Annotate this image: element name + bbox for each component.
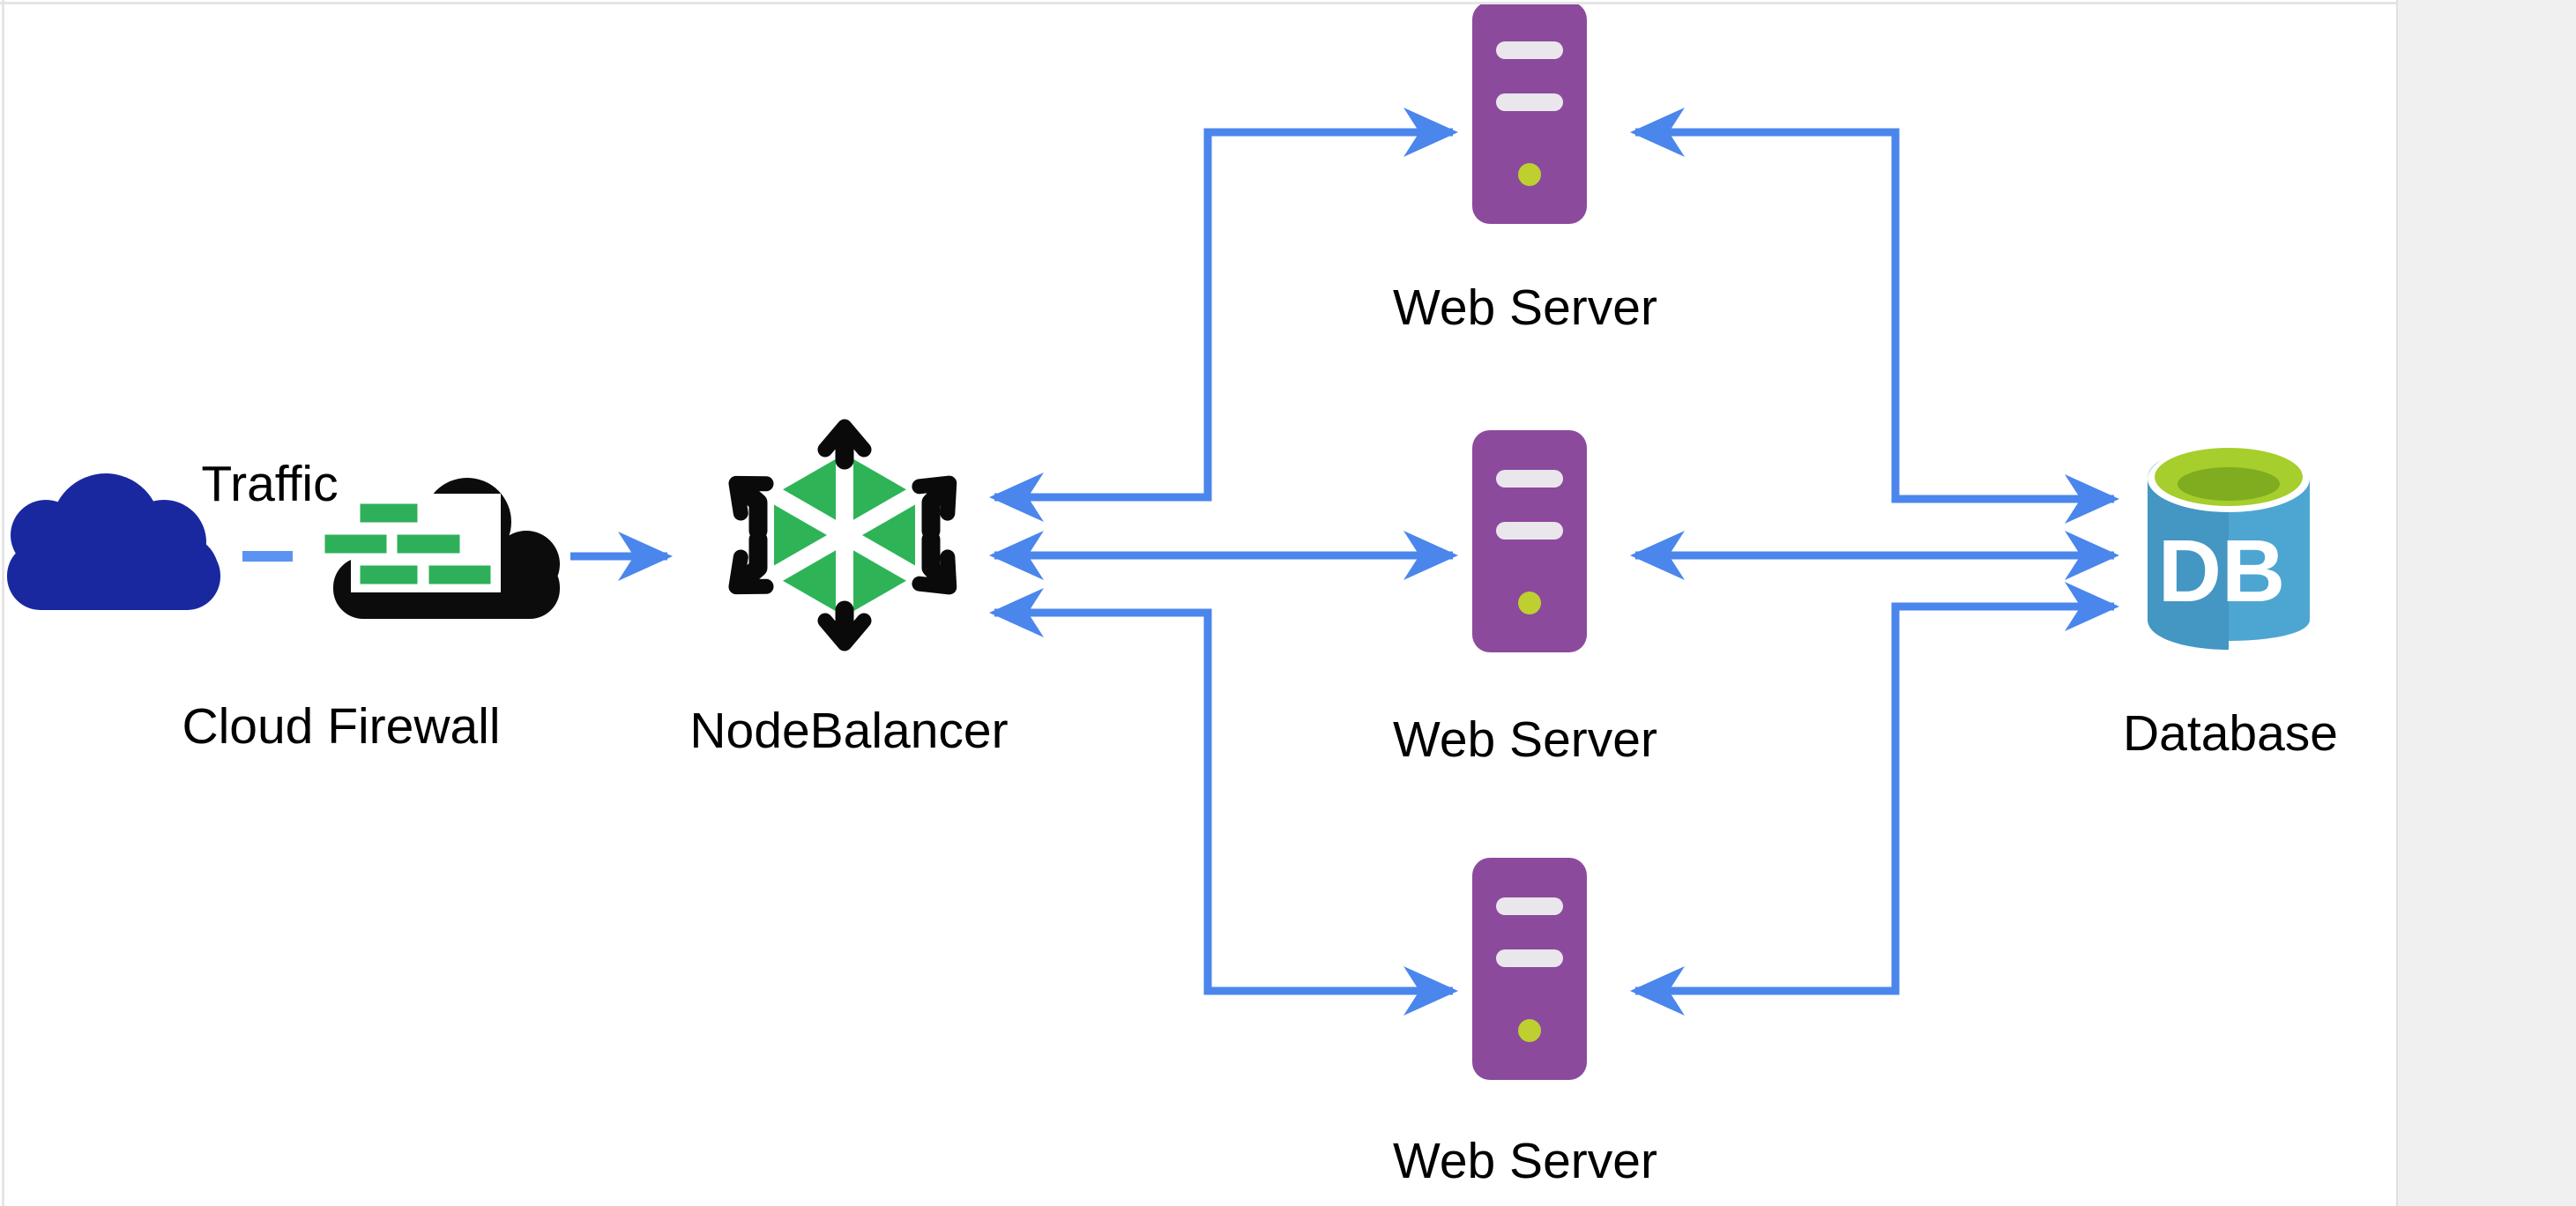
web-server-1-node — [1472, 2, 1587, 224]
web-server-2-node — [1472, 430, 1587, 652]
connector-nodebalancer-webserver3 — [989, 588, 1458, 1016]
nodebalancer-arrows — [728, 419, 957, 651]
right-side-panel — [2396, 0, 2576, 1206]
server-icon — [1472, 430, 1587, 652]
web-server-3-label: Web Server — [1393, 1133, 1657, 1189]
database-node: DB — [2144, 438, 2313, 660]
database-badge: DB — [2158, 522, 2285, 621]
connector-nodebalancer-webserver1 — [989, 108, 1458, 522]
nodebalancer-node — [712, 390, 977, 681]
server-icon — [1472, 858, 1587, 1080]
database-cylinder-icon: DB — [2148, 445, 2310, 650]
cloud-firewall-node — [317, 476, 569, 624]
cloud-firewall-label: Cloud Firewall — [182, 698, 501, 755]
web-server-3-node — [1472, 858, 1587, 1080]
nodebalancer-spokes — [770, 454, 919, 616]
server-led — [1518, 592, 1541, 614]
cloud-icon — [7, 473, 220, 610]
server-led — [1518, 1019, 1541, 1042]
server-led — [1518, 163, 1541, 186]
traffic-node — [7, 473, 220, 610]
canvas-left-border — [2, 0, 4, 1206]
connector-webserver3-database — [1630, 582, 2119, 1016]
traffic-label: Traffic — [201, 456, 339, 512]
connector-webserver1-database — [1630, 108, 2119, 524]
web-server-1-label: Web Server — [1393, 279, 1657, 336]
server-icon — [1472, 2, 1587, 224]
nodebalancer-label: NodeBalancer — [689, 703, 1009, 759]
nodebalancer-icon — [728, 419, 957, 651]
canvas-top-border — [0, 2, 2576, 4]
firewall-cloud-icon — [318, 478, 560, 619]
database-label: Database — [2122, 705, 2339, 762]
web-server-2-label: Web Server — [1393, 711, 1657, 768]
